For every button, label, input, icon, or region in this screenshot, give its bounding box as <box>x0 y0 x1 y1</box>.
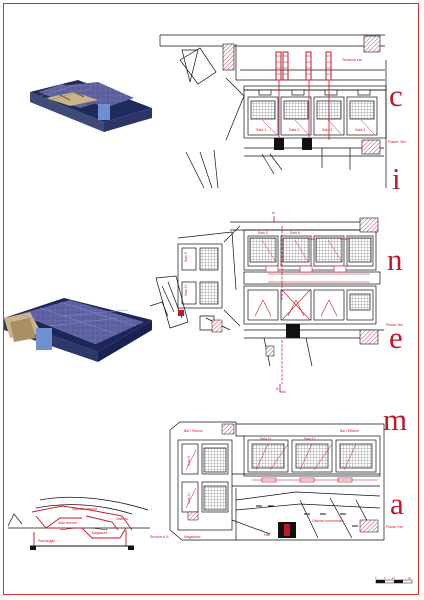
plan2-labels: Sala 5 Sala 6 Sala 7 Sala 8 Sala 9 Sala … <box>184 210 403 391</box>
section-drawing: Parcheggio Ingresso cinema Sala cinema G… <box>7 496 169 550</box>
scale-bar: 0 5 10 20 <box>375 576 413 584</box>
room-label: Sala 9 <box>187 456 191 466</box>
room-label: Sala 10 <box>184 284 188 296</box>
plan2-red-elements <box>178 216 379 393</box>
title-letter-c: c <box>389 78 403 113</box>
plan3-red-elements <box>185 423 379 538</box>
room-label: Sala 5 <box>258 231 268 235</box>
section-mark: A <box>276 386 279 391</box>
room-label: Sala 10 <box>187 492 191 504</box>
room-label: Sala 6 <box>290 231 300 235</box>
space-label: Hall <box>264 533 270 537</box>
axonometric-view-1 <box>30 80 152 132</box>
room-label: Sala 4 <box>355 128 365 132</box>
room-label: Sala 1 <box>256 128 266 132</box>
level-label: Pianta +4m <box>386 323 403 327</box>
floor-plan-middle <box>149 221 384 367</box>
room-label: Sala 3 <box>322 128 332 132</box>
title-letter-i: i <box>392 161 401 196</box>
sheet-border <box>3 3 419 595</box>
section-label: Galleria <box>116 517 128 521</box>
section-label: Parcheggio <box>38 539 55 543</box>
terrace-label: Terrazza bar <box>342 58 363 62</box>
scale-tick-label: 10 <box>392 576 395 580</box>
level-label: Pianta +0m <box>386 525 403 529</box>
plan1-red-elements <box>222 35 387 188</box>
plan1-labels: Terrazza bar Sala 1 Sala 2 Sala 3 Sala 4… <box>256 58 406 144</box>
scale-tick-label: 20 <box>408 576 411 580</box>
room-label: Sala 2 <box>289 128 299 132</box>
title-letter-m: m <box>383 402 408 437</box>
section-label: Ingresso cinema <box>72 507 97 511</box>
title-letter-n: n <box>387 242 403 277</box>
space-label: Sala 12 <box>304 437 316 441</box>
level-label: Pianta +8m <box>388 140 406 144</box>
axonometric-view-2 <box>4 298 152 362</box>
section-label: Magazzini <box>92 531 108 535</box>
section-caption: Sezione A-A <box>150 535 169 539</box>
space-label: Sala 11 <box>260 437 271 441</box>
space-label: Magazzino <box>184 535 201 539</box>
plan3-labels: Bar / Ristoro Sala 11 Sala 12 Bar / Rist… <box>184 429 403 539</box>
floor-plan-ground <box>169 421 385 541</box>
space-label: Bar / Ristoro <box>184 429 203 433</box>
floor-plan-upper <box>159 34 387 189</box>
space-label: Bar / Ristoro <box>340 429 359 433</box>
scale-tick-label: 5 <box>384 576 386 580</box>
space-label: Galleria commerciale <box>312 519 344 523</box>
room-label: Sala 9 <box>184 252 188 262</box>
title-letter-a: a <box>390 486 404 521</box>
room-label: Sala 8 <box>340 237 350 241</box>
section-mark: A <box>272 210 275 215</box>
section-label: Sala cinema <box>58 521 77 525</box>
title-letter-e: e <box>389 320 403 355</box>
scale-tick-label: 0 <box>375 576 377 580</box>
room-label: Sala 7 <box>308 237 318 241</box>
